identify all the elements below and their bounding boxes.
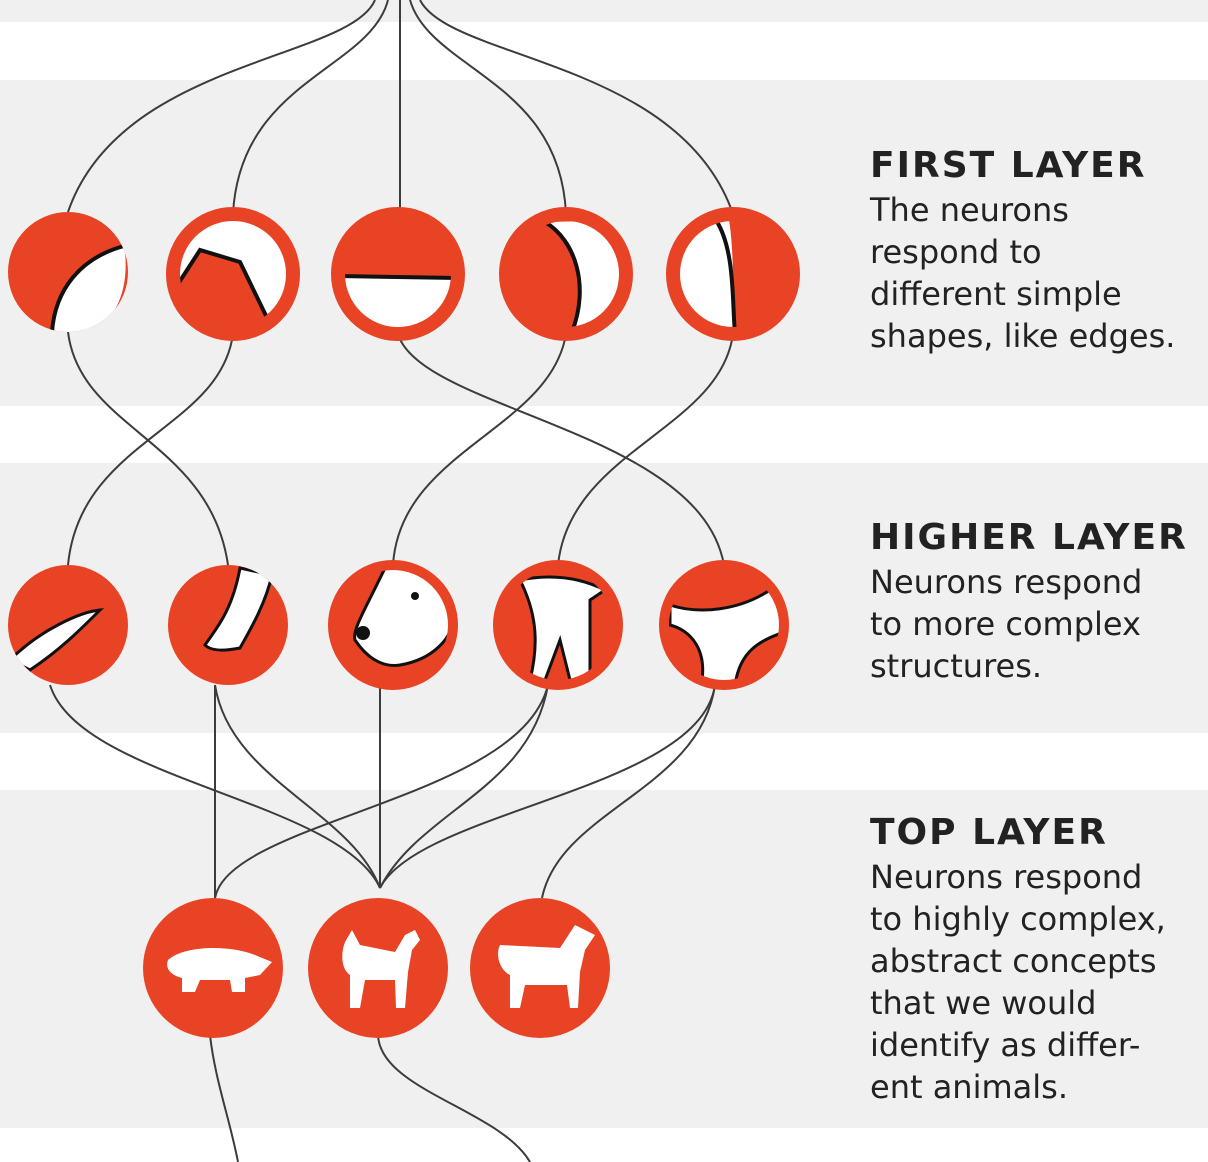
input-connection (67, 0, 376, 213)
higher-layer-title: HIGHER LAYER (870, 517, 1188, 558)
higher-to-top-connection (49, 684, 381, 889)
curved-edge-icon (8, 212, 128, 332)
first-layer-neurons (8, 207, 800, 341)
top-layer-neurons (143, 898, 610, 1038)
first-to-higher-connection (557, 333, 734, 566)
first-layer-description: The neurons respond to different simple … (870, 191, 1176, 355)
angle-edge-icon (166, 207, 300, 341)
first-to-higher-connection (67, 333, 234, 566)
higher-to-top-connection (541, 684, 716, 899)
ear-shape-icon (8, 565, 128, 685)
paw-icon (168, 565, 288, 685)
higher-to-top-connection (379, 684, 716, 889)
first-to-higher-connection (67, 331, 229, 566)
first-layer-title: FIRST LAYER (870, 145, 1147, 186)
top-layer-label: TOP LAYER Neurons respond to highly comp… (870, 812, 1205, 1108)
higher-to-top-connection (379, 684, 549, 889)
input-connection (419, 0, 734, 215)
horizontal-edge-icon (331, 207, 465, 341)
horse-icon (470, 898, 610, 1038)
higher-to-top-connection (214, 684, 381, 889)
connections (49, 0, 734, 1162)
vertical-edge-icon (666, 207, 800, 341)
higher-layer-label: HIGHER LAYER Neurons respond to more com… (870, 517, 1205, 687)
input-connection (232, 0, 389, 215)
first-to-higher-connection (397, 333, 725, 566)
input-connection (409, 0, 567, 215)
first-to-higher-connection (392, 333, 567, 566)
top-layer-description: Neurons respond to highly complex, abstr… (870, 858, 1166, 1106)
dog-face-icon (328, 560, 458, 690)
first-layer-label: FIRST LAYER The neurons respond to diffe… (870, 145, 1205, 357)
output-connection (209, 1034, 239, 1162)
dog-icon (308, 898, 448, 1038)
pig-icon (143, 898, 283, 1038)
arc-edge-icon (499, 207, 633, 341)
input-band (0, 0, 1208, 22)
higher-layer-neurons (8, 560, 789, 690)
output-connection (377, 1034, 531, 1162)
higher-to-top-connection (214, 684, 549, 899)
top-layer-title: TOP LAYER (870, 812, 1108, 853)
higher-layer-description: Neurons respond to more complex structur… (870, 563, 1143, 685)
legs-icon (493, 560, 623, 690)
tail-icon (659, 560, 789, 690)
